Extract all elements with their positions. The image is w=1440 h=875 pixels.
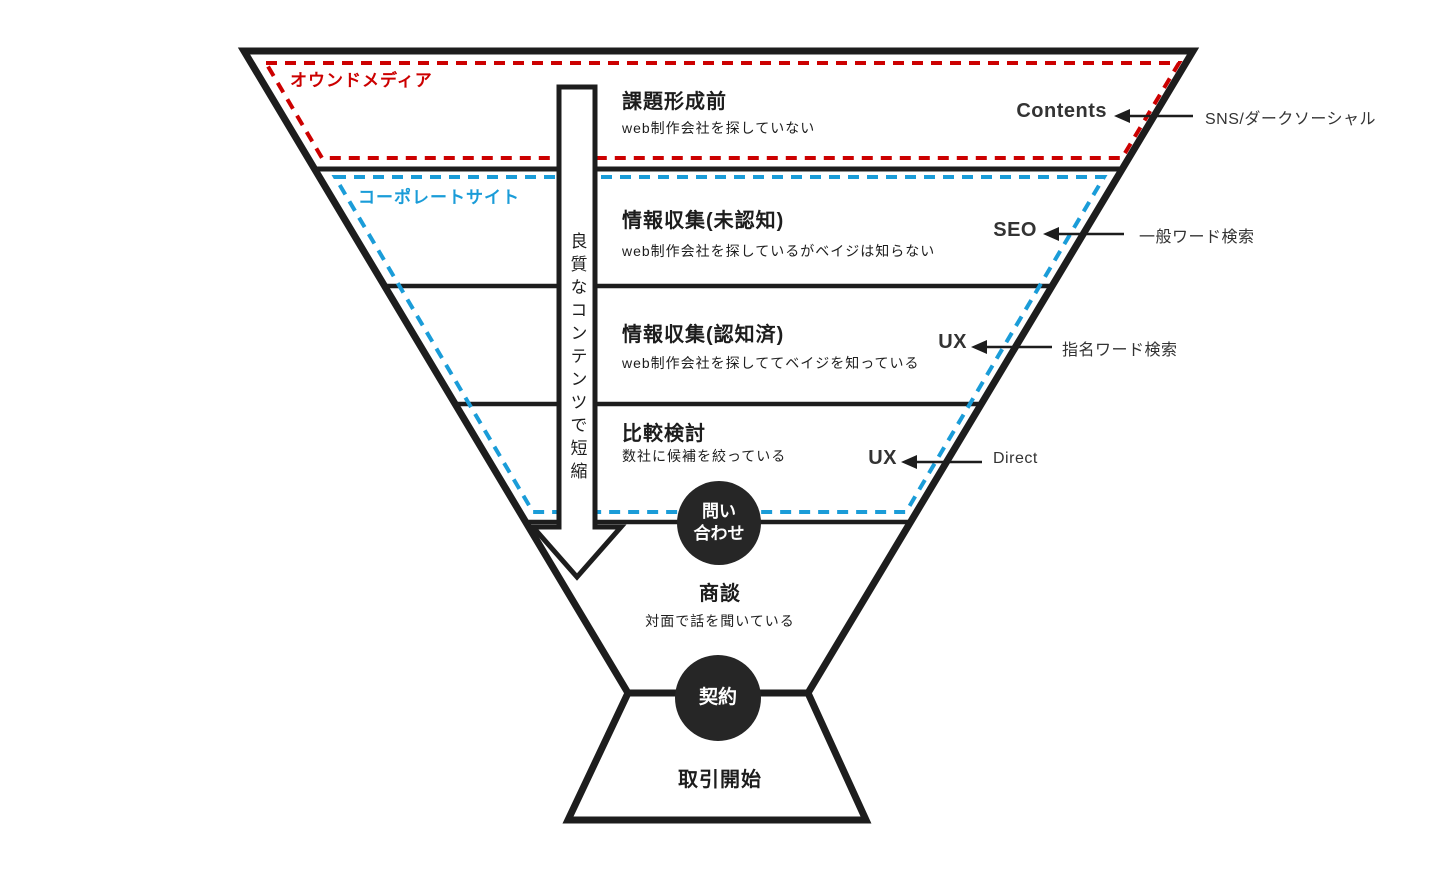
stage-title-comparison: 比較検討 [622, 423, 706, 445]
source-label-branded-search: 指名ワード検索 [1062, 342, 1178, 359]
annotation-arrow-contents [1114, 109, 1193, 123]
channel-label-contents: Contents [1016, 100, 1107, 122]
stage-subtitle-pre-problem: web制作会社を探していない [622, 120, 816, 136]
owned-media-label: オウンドメディア [290, 71, 433, 90]
channel-label-ux-direct: UX [868, 447, 897, 469]
down-arrow-icon [527, 84, 627, 581]
contract-milestone: 契約 [675, 655, 761, 741]
corporate-site-boundary [331, 175, 1108, 514]
stage-title-research-unaware: 情報収集(未認知) [622, 210, 785, 232]
annotation-arrow-seo [1043, 227, 1124, 241]
inquiry-label-line2: 合わせ [693, 524, 745, 543]
source-label-sns: SNS/ダークソーシャル [1205, 111, 1377, 128]
source-label-direct: Direct [993, 450, 1038, 467]
channel-label-seo: SEO [993, 219, 1037, 241]
contract-label: 契約 [698, 686, 737, 708]
annotation-arrow-ux-search [971, 340, 1052, 354]
inquiry-milestone: 問い 合わせ [677, 481, 761, 565]
stage-title-research-aware: 情報収集(認知済) [622, 324, 785, 346]
stage-subtitle-research-aware: web制作会社を探しててベイジを知っている [622, 355, 920, 371]
stage-title-negotiation: 商談 [699, 583, 741, 605]
inquiry-label-line1: 問い [702, 501, 736, 521]
channel-label-ux-search: UX [938, 331, 967, 353]
stage-title-pre-problem: 課題形成前 [622, 91, 727, 113]
source-label-generic-search: 一般ワード検索 [1139, 229, 1255, 246]
stage-subtitle-negotiation: 対面で話を聞いている [645, 613, 795, 629]
stage-subtitle-comparison: 数社に候補を絞っている [622, 448, 787, 464]
stage-title-deal-start: 取引開始 [678, 769, 762, 791]
annotation-arrow-ux-direct [901, 455, 982, 469]
owned-media-boundary [262, 61, 1183, 160]
compression-arrow-label: 良質なコンテンツで短縮 [567, 231, 587, 485]
corporate-site-label: コーポレートサイト [358, 188, 520, 207]
stage-subtitle-research-unaware: web制作会社を探しているがベイジは知らない [622, 243, 936, 259]
